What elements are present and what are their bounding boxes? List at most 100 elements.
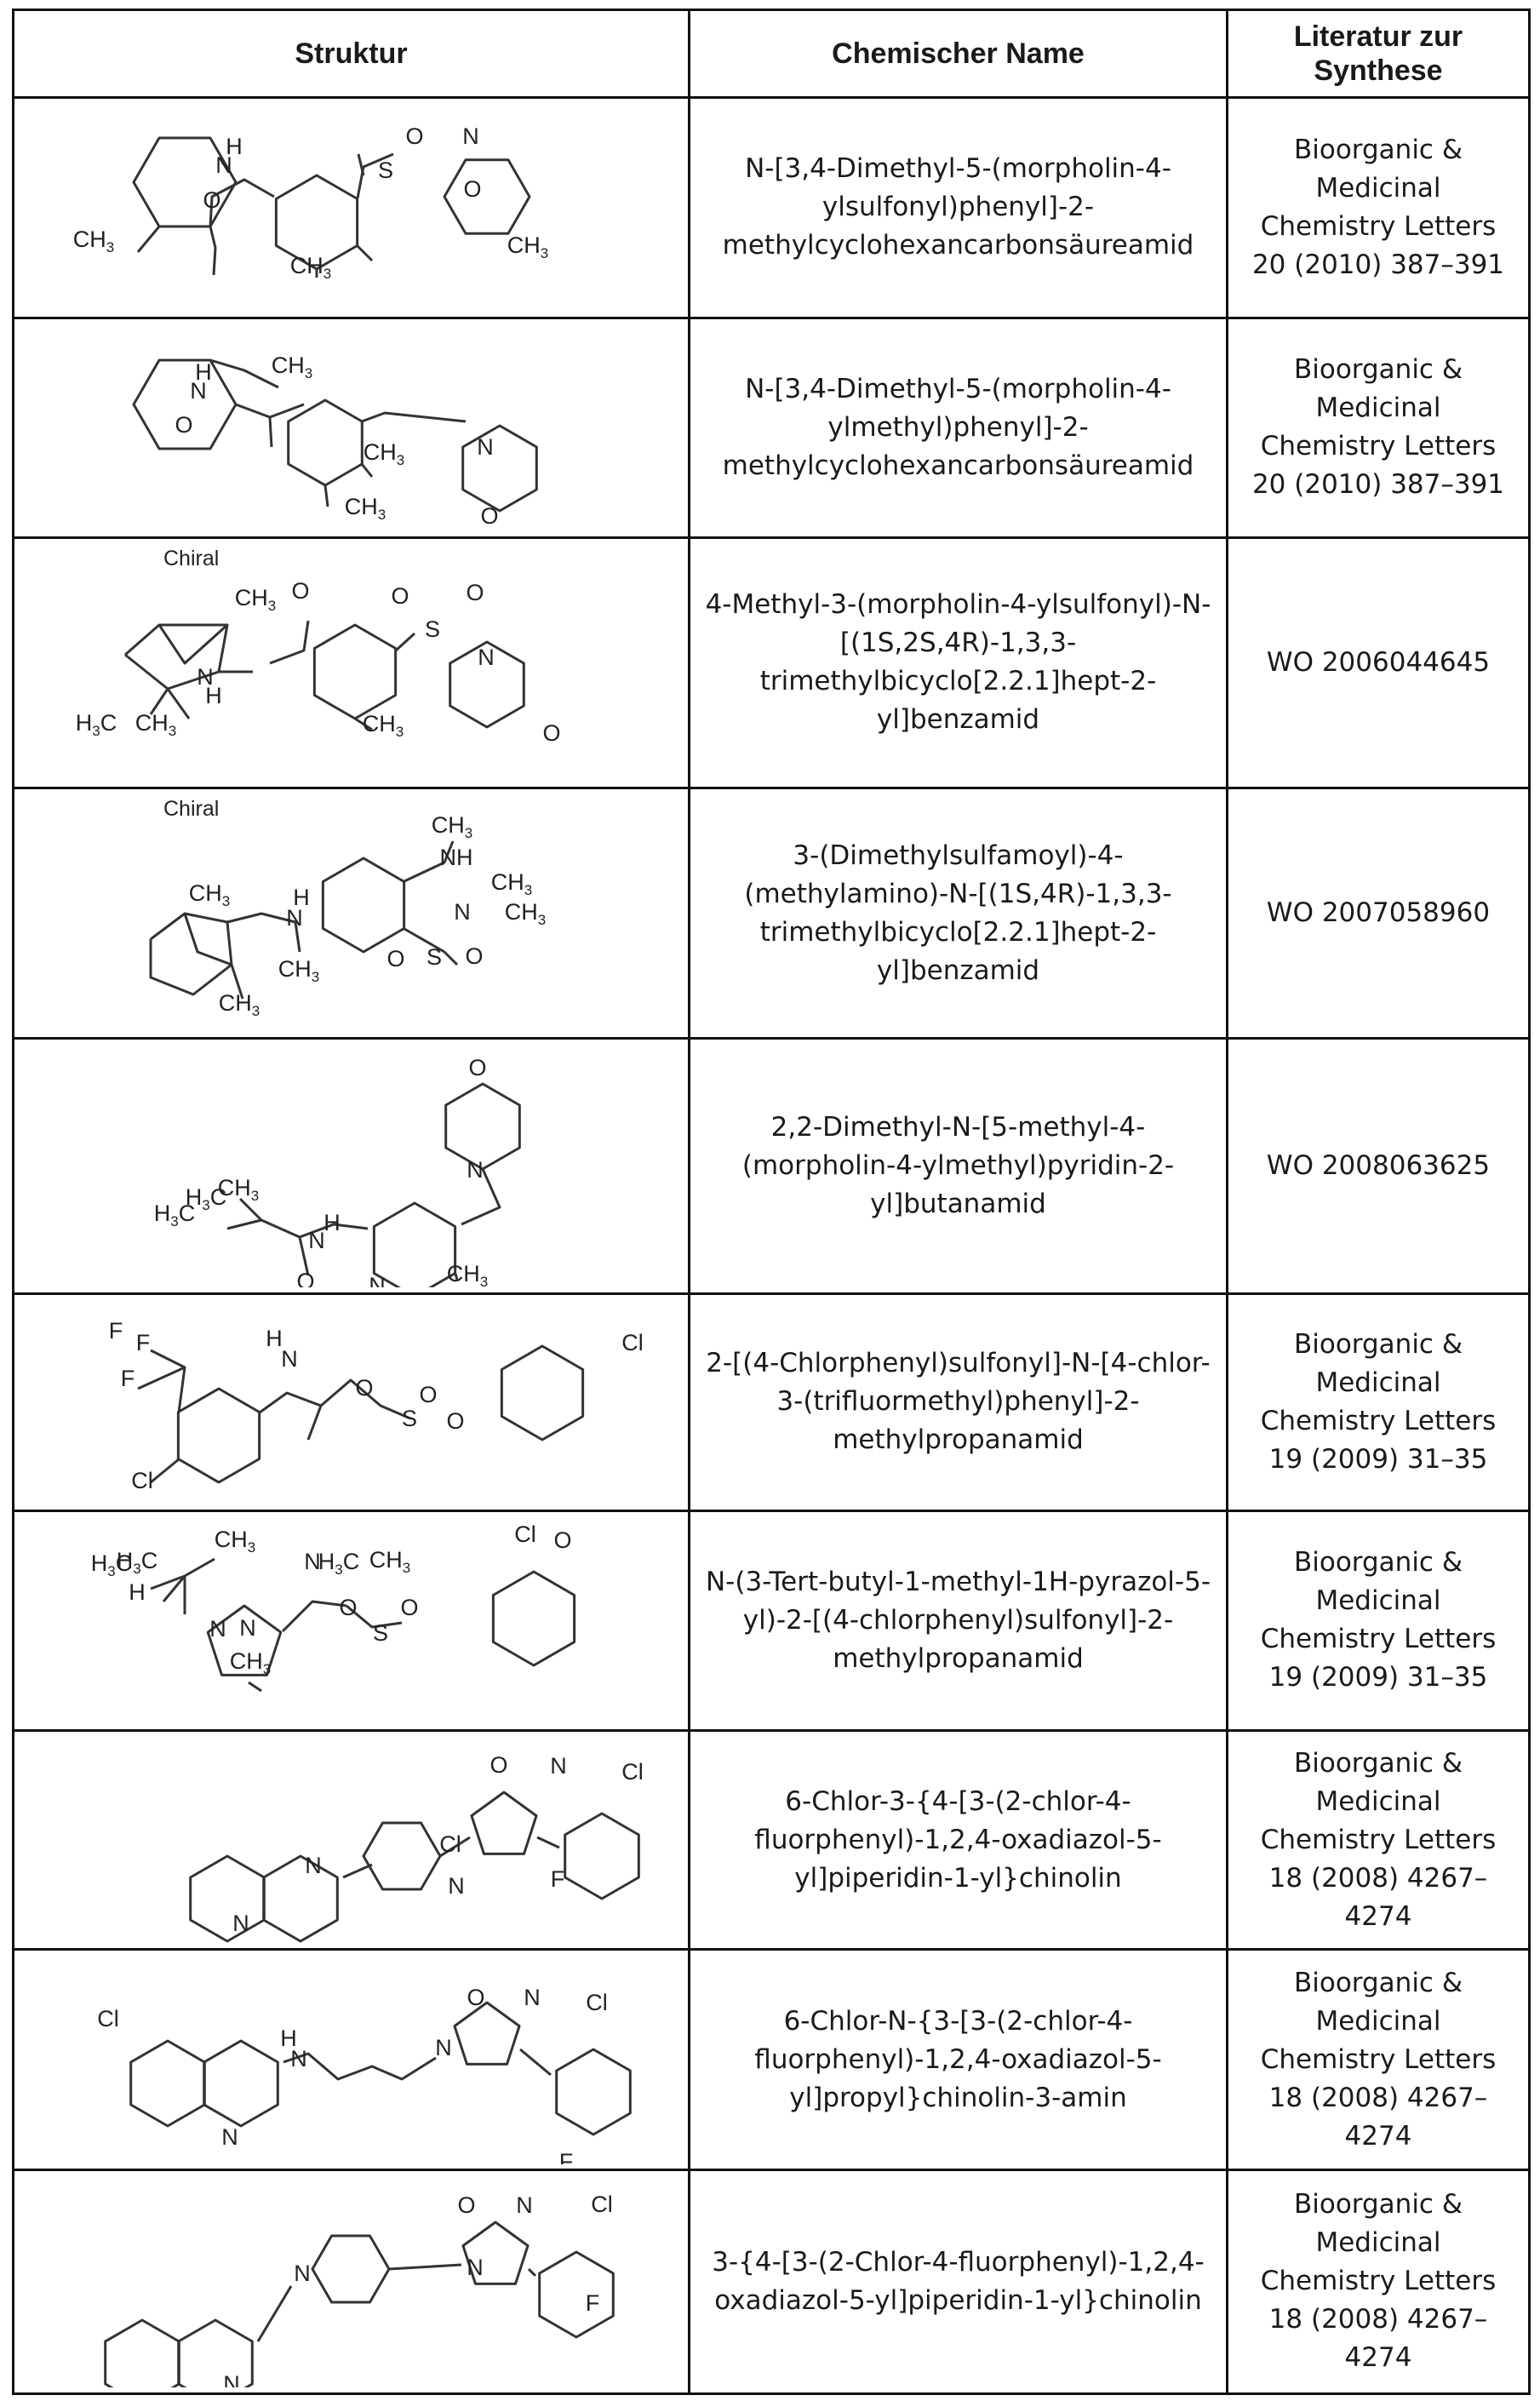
atom-label: H3C: [318, 1549, 359, 1578]
atom-label: F: [109, 1318, 123, 1344]
table-row: CH3HNONOCH3CH3N-[3,4-Dimethyl-5-(morphol…: [14, 318, 1530, 537]
structure-cell: ChiralCH3OOSONONHH3CCH3CH3: [14, 537, 690, 788]
atom-label: N: [467, 2255, 484, 2280]
atom-label: N: [448, 1873, 465, 1899]
header-structure: Struktur: [14, 10, 690, 98]
atom-label: CH3: [447, 1261, 488, 1287]
atom-label: Cl: [514, 1521, 536, 1547]
bond: [358, 246, 372, 261]
atom-label: O: [465, 943, 483, 969]
table-row: CH3H3CH3CHNH3CCH3NNCH3OSOOClN-(3-Tert-bu…: [14, 1510, 1530, 1731]
bond: [138, 226, 159, 252]
atom-label: O: [480, 503, 498, 529]
table-row: ONClNNNF3-{4-[3-(2-Chlor-4-fluorphenyl)-…: [14, 2169, 1530, 2393]
structure-cell: FFFHNOSOOClCl: [14, 1293, 690, 1510]
atom-label: O: [386, 946, 404, 971]
chemical-name-cell: N-[3,4-Dimethyl-5-(morpholin-4-ylmethyl)…: [690, 318, 1228, 537]
atom-label: O: [467, 1985, 484, 2010]
atom-label: N: [477, 434, 494, 460]
table-row: ONClNClNNF6-Chlor-3-{4-[3-(2-chlor-4-flu…: [14, 1731, 1530, 1950]
table-header-row: Struktur Chemischer Name Literatur zur S…: [14, 10, 1530, 98]
chemical-structure-drawing: FFFHNOSOOClCl: [14, 1299, 690, 1504]
atom-label: N: [524, 1985, 541, 2010]
bond: [227, 1220, 261, 1229]
chemical-structure-drawing: ONClNClNNF: [14, 1737, 690, 1944]
table-row: HNOSONOCH3CH3CH3N-[3,4-Dimethyl-5-(morph…: [14, 98, 1530, 318]
chemical-structure-drawing: HNOSONOCH3CH3CH3: [14, 103, 690, 312]
morpholine-ring: [446, 1084, 520, 1169]
morpholine-ring: [463, 426, 537, 511]
atom-label: S: [378, 158, 393, 183]
quinoline-ring-b: [204, 2041, 278, 2126]
atom-label: CH3: [364, 439, 404, 468]
atom-label: N: [435, 2035, 452, 2060]
atom-label: F: [121, 1366, 135, 1391]
atom-label: O: [446, 1408, 464, 1434]
atom-label: CH3: [432, 812, 472, 841]
compound-table: Struktur Chemischer Name Literatur zur S…: [12, 9, 1531, 2395]
atom-label: CH3: [189, 880, 230, 909]
atom-label: Cl: [97, 2006, 119, 2031]
pyridine-ring: [374, 1203, 455, 1287]
chemical-name-cell: 2-[(4-Chlorphenyl)sulfonyl]-N-[4-chlor-3…: [690, 1293, 1228, 1510]
atom-label: F: [559, 2149, 574, 2164]
chemical-structure-drawing: ChiralCH3NHCH3NCH3HNCH3OSOCH3CH3: [14, 794, 690, 1032]
synthesis-literature-cell: WO 2008063625: [1228, 1039, 1530, 1294]
atom-label: S: [402, 1406, 417, 1431]
atom-label: CH3: [135, 710, 176, 739]
atom-label: H3C: [76, 710, 117, 739]
atom-label: S: [425, 616, 440, 642]
piperidine-ring: [312, 2236, 389, 2302]
atom-label: Cl: [586, 1990, 608, 2015]
piperidine-ring: [364, 1823, 440, 1889]
structure-cell: CH3HNONOCH3CH3: [14, 318, 690, 537]
atom-label: O: [463, 176, 481, 202]
bond: [210, 360, 278, 387]
atom-label: F: [136, 1330, 151, 1355]
chemical-name-cell: N-(3-Tert-butyl-1-methyl-1H-pyrazol-5-yl…: [690, 1510, 1228, 1731]
quinoline-ring-a: [106, 2320, 180, 2387]
bond: [343, 1865, 372, 1877]
atom-label: CH3: [219, 990, 260, 1019]
bond: [260, 1393, 321, 1440]
bond: [396, 633, 415, 650]
atom-label: N: [454, 899, 471, 925]
synthesis-literature-cell: Bioorganic & Medicinal Chemistry Letters…: [1228, 1293, 1530, 1510]
atom-label: O: [339, 1595, 357, 1620]
chemical-structure-drawing: ChiralCH3OOSONONHH3CCH3CH3: [14, 544, 690, 782]
atom-label: CH3: [218, 1175, 259, 1204]
atom-label: O: [296, 1269, 314, 1287]
structure-cell: HNOSONOCH3CH3CH3: [14, 98, 690, 318]
chemical-structure-drawing: ONClNNNF: [14, 2175, 690, 2387]
chemical-structure-drawing: CH3HNONOCH3CH3: [14, 324, 690, 531]
chemical-name-cell: 6-Chlor-3-{4-[3-(2-chlor-4-fluorphenyl)-…: [690, 1731, 1228, 1950]
morpholine-ring: [444, 160, 530, 234]
chemical-name-cell: 4-Methyl-3-(morpholin-4-ylsulfonyl)-N-[(…: [690, 537, 1228, 788]
structure-cell: ONClClHNNNF: [14, 1950, 690, 2170]
atom-label: N: [516, 2192, 533, 2218]
atom-label: Cl: [621, 1759, 644, 1785]
chiral-label: Chiral: [163, 797, 219, 821]
quinoline-ring-b: [179, 2320, 253, 2387]
chemical-name-cell: N-[3,4-Dimethyl-5-(morpholin-4-ylsulfony…: [690, 98, 1228, 318]
synthesis-literature-cell: Bioorganic & Medicinal Chemistry Letters…: [1228, 1731, 1530, 1950]
atom-label: O: [419, 1382, 437, 1407]
chemical-name-cell: 6-Chlor-N-{3-[3-(2-chlor-4-fluorphenyl)-…: [690, 1950, 1228, 2170]
chemical-name-cell: 3-{4-[3-(2-Chlor-4-fluorphenyl)-1,2,4-ox…: [690, 2169, 1228, 2393]
atom-label: O: [391, 583, 409, 609]
atom-label: Cl: [131, 1468, 153, 1493]
atom-label: N: [462, 123, 479, 149]
header-synthesis-literature: Literatur zur Synthese: [1228, 10, 1530, 98]
atom-label: CH3: [278, 956, 319, 985]
atom-label: N: [467, 1157, 484, 1183]
bond: [325, 485, 328, 507]
atom-label: CH3: [345, 494, 386, 523]
table-row: FFFHNOSOOClCl2-[(4-Chlorphenyl)sulfonyl]…: [14, 1293, 1530, 1510]
atom-label: Cl: [591, 2192, 613, 2217]
atom-label: N: [281, 1346, 298, 1372]
atom-label: O: [468, 1055, 486, 1080]
chemical-structure-drawing: CH3H3CH3CHNH3CCH3NNCH3OSOOCl: [14, 1516, 690, 1725]
atom-label: N: [232, 1911, 249, 1936]
cyclohexane-ring: [134, 138, 236, 226]
atom-label: S: [427, 944, 442, 970]
